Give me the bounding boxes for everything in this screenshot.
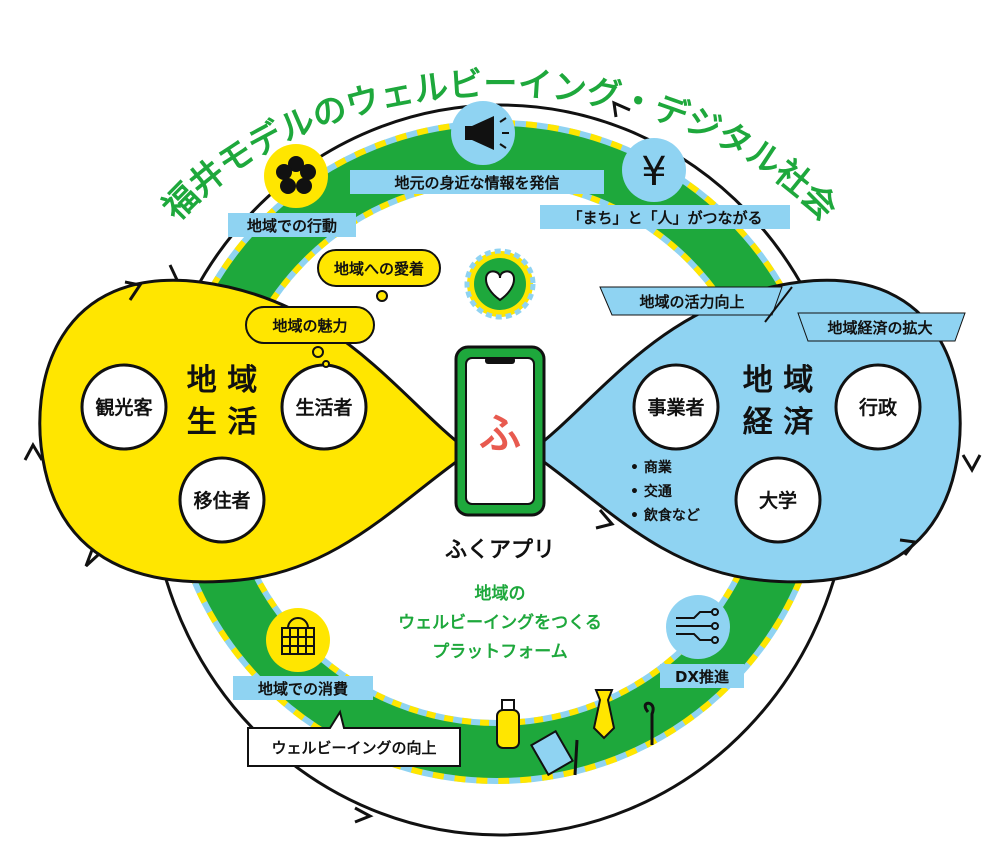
cycle-arrow (612, 100, 631, 118)
lobe-arrow (899, 538, 918, 556)
banner-vitality (599, 286, 783, 316)
smartphone-notch (485, 357, 515, 364)
flower-icon (276, 156, 316, 194)
label-economy-expansion: 地域経済の拡大 (827, 319, 932, 337)
label-box-local-consumption (233, 676, 373, 700)
actor-circle-business (632, 363, 720, 451)
label-local-action: 地域での行動 (247, 217, 337, 235)
actor-tourist: 観光客 (95, 396, 153, 419)
label-box-local-info (350, 170, 604, 194)
bullet-transport: • 交通 (630, 483, 672, 500)
label-box-connect (540, 205, 790, 229)
left-heading-line2: 生 活 (187, 405, 257, 440)
bullet-commerce: • 商業 (630, 459, 673, 476)
cycle-arrow (354, 806, 374, 824)
actor-circle-government (834, 363, 922, 451)
speech-bubble-wellbeing (247, 709, 461, 767)
actor-government: 行政 (858, 396, 898, 419)
tie-icon (592, 689, 616, 740)
yen-icon: ¥ (641, 149, 666, 195)
local-economy-lobe (527, 278, 962, 584)
thought-bubble-charm (245, 306, 375, 368)
notebook-icon (530, 729, 579, 777)
lobe-arrow (23, 441, 44, 461)
actor-migrant: 移住者 (193, 489, 250, 512)
basket-icon (281, 617, 315, 655)
bullet-dining: • 飲食など (630, 507, 700, 524)
thought-bubble-attachment (317, 249, 441, 302)
caption-line3: プラットフォーム (432, 641, 568, 662)
actor-resident: 生活者 (295, 396, 352, 419)
lobe-arrow (124, 280, 143, 301)
right-heading-line1: 地 域 (743, 363, 813, 398)
actor-circle-tourist (80, 363, 168, 451)
label-vitality: 地域の活力向上 (639, 293, 744, 311)
app-logo: ふ (479, 409, 521, 458)
actor-circle-migrant (178, 456, 266, 544)
lobe-arrow (961, 454, 982, 474)
label-local-consumption: 地域での消費 (258, 680, 348, 698)
caption-line2: ウェルビーイングをつくる (398, 612, 602, 633)
right-heading-line2: 経 済 (743, 405, 814, 440)
label-local-info: 地元の身近な情報を発信 (394, 174, 559, 192)
bottle-icon (496, 699, 520, 749)
label-charm: 地域の魅力 (272, 317, 347, 335)
label-wellbeing-up: ウェルビーイングの向上 (271, 739, 436, 757)
umbrella-icon (643, 701, 655, 745)
app-name: ふくアプリ (445, 538, 555, 563)
caption-line1: 地域の (475, 583, 526, 604)
heart-icon (485, 270, 515, 302)
network-icon (676, 608, 719, 644)
lobe-arrow (84, 549, 100, 568)
actor-business: 事業者 (647, 396, 704, 419)
banner-divider (764, 286, 793, 323)
banner-economy (797, 312, 966, 342)
left-heading-line1: 地 域 (187, 363, 257, 398)
actor-university: 大学 (759, 489, 797, 512)
label-attachment: 地域への愛着 (334, 260, 424, 278)
label-connect: 「まち」と「人」がつながる (567, 209, 762, 227)
actor-circle-university (734, 456, 822, 544)
lobe-arrow (595, 509, 615, 530)
label-box-dx (660, 664, 744, 688)
label-dx: DX推進 (675, 668, 730, 686)
yen-badge (622, 138, 686, 202)
megaphone-waves (499, 117, 509, 149)
megaphone-icon (465, 116, 494, 150)
label-box-local-action (228, 213, 356, 237)
